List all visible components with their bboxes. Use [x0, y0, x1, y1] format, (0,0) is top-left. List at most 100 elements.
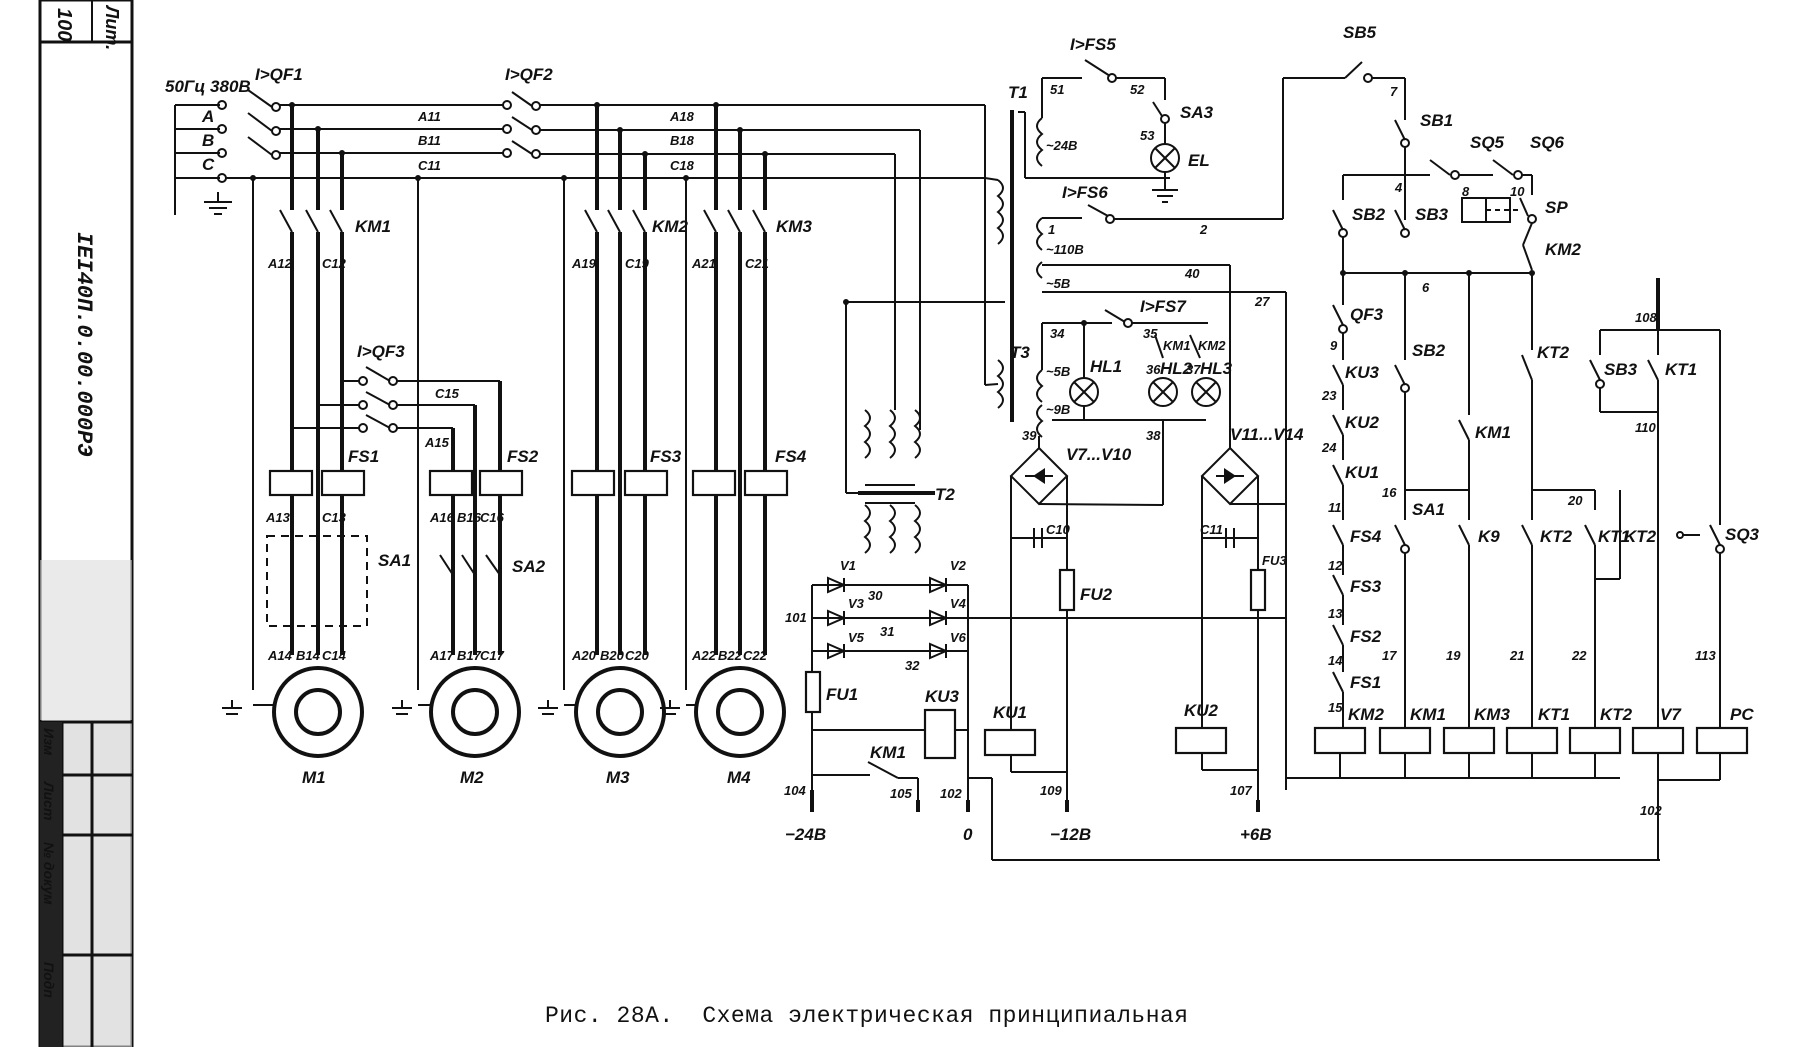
transformer-t1: T1 ~24В 51 I>FS5 52 SA3 53 EL I>FS6 1 2 — [984, 35, 1286, 422]
fu2-label: FU2 — [1080, 585, 1113, 604]
output-minus-24v: 104 −24В — [784, 783, 826, 844]
diode-v4-label: V4 — [950, 596, 967, 611]
bus-c18: C18 — [670, 158, 695, 173]
node-108: 108 — [1635, 310, 1657, 325]
sa1-ctrl-label: SA1 — [1412, 500, 1445, 519]
wire-c19: C19 — [625, 256, 650, 271]
node-36: 36 — [1146, 362, 1161, 377]
lamp-hl1-icon — [1069, 377, 1099, 407]
lamp-hl2-icon — [1148, 377, 1178, 407]
ground-icon — [392, 700, 412, 715]
wire-b17: B17 — [457, 648, 482, 663]
coil-km1-label: KM1 — [1410, 705, 1446, 724]
coil-row: KM2 KM1 KM3 KT1 KT2 V7 PC — [1313, 705, 1754, 780]
diode-rectifier: V1 V2 V3 V4 V5 V6 30 31 32 101 FU1 KU3 K… — [785, 558, 1660, 861]
title-block: 100 Лит. IEI40П.0.00.000РЭ Изм Лист № до… — [38, 0, 134, 1047]
transformer-t3: T3 ~5В ~9В 34 I>FS7 35 HL1 KM1 KM2 36 37… — [1010, 297, 1233, 505]
sq5-label: SQ5 — [1470, 133, 1505, 152]
node-11: 11 — [1328, 500, 1342, 515]
node-4: 4 — [1394, 180, 1403, 195]
fs1-ctrl-label: FS1 — [1350, 673, 1381, 692]
wire-a14: A14 — [267, 648, 293, 663]
wire-c13: C13 — [322, 510, 347, 525]
qf1-label: I>QF1 — [255, 65, 303, 84]
ground-icon — [1152, 189, 1178, 203]
fs5-label: I>FS5 — [1070, 35, 1116, 54]
coil-pc-label: PC — [1730, 705, 1754, 724]
node-21: 21 — [1509, 648, 1524, 663]
motor-m1: M1 — [272, 666, 364, 787]
node-10: 10 — [1510, 184, 1525, 199]
node-13: 13 — [1328, 606, 1343, 621]
breaker-qf1: I>QF1 — [247, 65, 303, 160]
node-14: 14 — [1328, 653, 1343, 668]
node-53: 53 — [1140, 128, 1155, 143]
coil-km3: KM3 — [1442, 705, 1510, 778]
c11-label: C11 — [1200, 522, 1223, 537]
diode-v3-label: V3 — [848, 596, 865, 611]
node-102: 102 — [940, 786, 962, 801]
motor-m4: M4 — [694, 666, 786, 787]
node-27: 27 — [1254, 294, 1270, 309]
wire-c15-top: C15 — [435, 386, 460, 401]
sb3-label: SB3 — [1415, 205, 1449, 224]
km1-aux-label: KM1 — [1163, 338, 1190, 353]
sb1-label: SB1 — [1420, 111, 1453, 130]
k9-label: K9 — [1478, 527, 1500, 546]
motor-branch-m4: KM3 A21 C21 FS4 A22 B22 C22 M4 — [660, 102, 812, 787]
t1-label: T1 — [1008, 83, 1028, 102]
fs3-label: FS3 — [650, 447, 682, 466]
supply-label: 50Гц 380В — [165, 77, 251, 96]
diode-v2-label: V2 — [950, 558, 967, 573]
coil-km2-label: KM2 — [1348, 705, 1384, 724]
wire-a22: A22 — [691, 648, 717, 663]
diode-v1-icon — [827, 576, 847, 594]
kt1-ctrl-label-b: KT1 — [1665, 360, 1697, 379]
coil-kt1-label: KT1 — [1538, 705, 1570, 724]
phase-b-label: B — [202, 131, 214, 150]
node-20: 20 — [1567, 493, 1583, 508]
node-6: 6 — [1422, 280, 1430, 295]
node-110: 110 — [1635, 420, 1656, 435]
node-34: 34 — [1050, 326, 1065, 341]
km2-aux-label: KM2 — [1198, 338, 1226, 353]
fs3-ctrl-label: FS3 — [1350, 577, 1382, 596]
ground-icon — [204, 192, 232, 215]
motor-m1-label: M1 — [302, 768, 326, 787]
lamp-hl3-icon — [1191, 377, 1221, 407]
transformer-feeds — [843, 105, 1005, 494]
node-38: 38 — [1146, 428, 1161, 443]
wire-a21: A21 — [691, 256, 716, 271]
node-9: 9 — [1330, 338, 1338, 353]
coil-v7-label: V7 — [1660, 705, 1682, 724]
fs1-label: FS1 — [348, 447, 379, 466]
sa3-label: SA3 — [1180, 103, 1214, 122]
coil-km2: KM2 — [1313, 705, 1384, 778]
coil-kt2: KT2 — [1568, 705, 1633, 778]
wire-a16: A16 — [429, 510, 455, 525]
figure-caption: Рис. 28А. Схема электрическая принципиал… — [545, 1003, 1189, 1029]
voltage-minus-24v: −24В — [785, 825, 826, 844]
wire-a15: A15 — [424, 435, 450, 450]
motor-branch-m2: I>QF3 C15 A15 FS2 A16 B16 C16 SA2 A17 B1… — [292, 175, 546, 787]
node-104: 104 — [784, 783, 806, 798]
motor-m3-label: M3 — [606, 768, 630, 787]
output-zero: 102 0 — [940, 786, 973, 844]
control-circuit: SB5 7 SB1 4 SQ5 8 SQ6 10 SP KM2 SB2 SB3 … — [1282, 23, 1760, 860]
hl3-label: HL3 — [1200, 359, 1233, 378]
kt2-ctrl-label-a: KT2 — [1537, 343, 1570, 362]
node-51: 51 — [1050, 82, 1064, 97]
node-39: 39 — [1022, 428, 1037, 443]
revision-col-izm: Изм — [41, 728, 57, 756]
revision-col-list: Лист — [41, 781, 57, 820]
breaker-qf2: I>QF2 A18 B18 C18 — [502, 65, 985, 173]
diode-v5-icon — [827, 642, 847, 660]
t1-110v-label: ~110В — [1046, 242, 1084, 257]
node-7: 7 — [1390, 84, 1398, 99]
kt2-ctrl-label-c: KT2 — [1624, 527, 1657, 546]
sb5-label: SB5 — [1343, 23, 1377, 42]
motor-branch-m3: KM2 A19 C19 FS3 A20 B20 C20 M3 — [538, 102, 688, 787]
node-107: 107 — [1230, 783, 1252, 798]
ku1-label: KU1 — [993, 703, 1027, 722]
c10-label: C10 — [1046, 522, 1071, 537]
